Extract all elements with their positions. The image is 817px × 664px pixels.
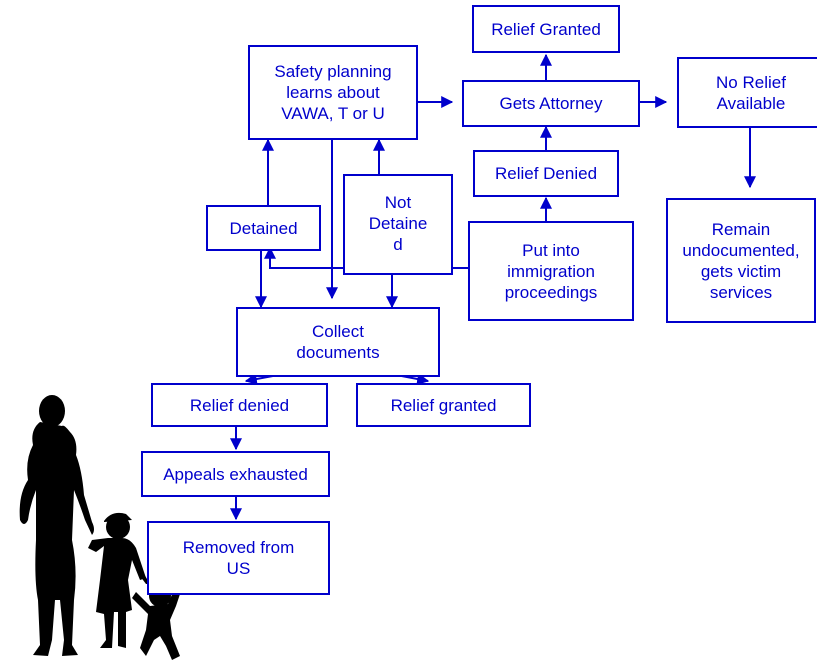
node-relief-granted-top: Relief Granted: [472, 5, 620, 53]
node-label: Relief denied: [189, 395, 290, 415]
node-label: Safety planning learns about VAWA, T or …: [274, 62, 392, 123]
node-appeals-exhausted: Appeals exhausted: [141, 451, 330, 497]
node-label: Collect documents: [296, 322, 380, 362]
node-put-into-proceedings: Put into immigration proceedings: [468, 221, 634, 321]
node-label: Relief Denied: [494, 164, 598, 183]
node-gets-attorney: Gets Attorney: [462, 80, 640, 127]
node-remain-undocumented: Remain undocumented, gets victim service…: [666, 198, 816, 323]
node-collect-documents: Collect documents: [236, 307, 440, 377]
node-label: Gets Attorney: [499, 94, 603, 113]
node-not-detained: Not Detaine d: [343, 174, 453, 275]
node-label: Detained: [229, 218, 298, 238]
node-label: Remain undocumented, gets victim service…: [682, 219, 800, 302]
node-label: No Relief Available: [716, 72, 786, 113]
node-detained: Detained: [206, 205, 321, 251]
node-label: Removed from US: [182, 538, 295, 578]
node-relief-denied-top: Relief Denied: [473, 150, 619, 197]
node-label: Put into immigration proceedings: [504, 240, 598, 302]
node-label: Relief granted: [390, 395, 497, 415]
node-removed-from-us: Removed from US: [147, 521, 330, 595]
node-no-relief-available: No Relief Available: [677, 57, 817, 128]
node-label: Appeals exhausted: [163, 464, 308, 484]
node-safety-planning: Safety planning learns about VAWA, T or …: [248, 45, 418, 140]
node-relief-granted-bottom: Relief granted: [356, 383, 531, 427]
node-relief-denied-bottom: Relief denied: [151, 383, 328, 427]
node-label: Relief Granted: [491, 19, 601, 39]
node-label: Not Detaine d: [368, 193, 428, 254]
